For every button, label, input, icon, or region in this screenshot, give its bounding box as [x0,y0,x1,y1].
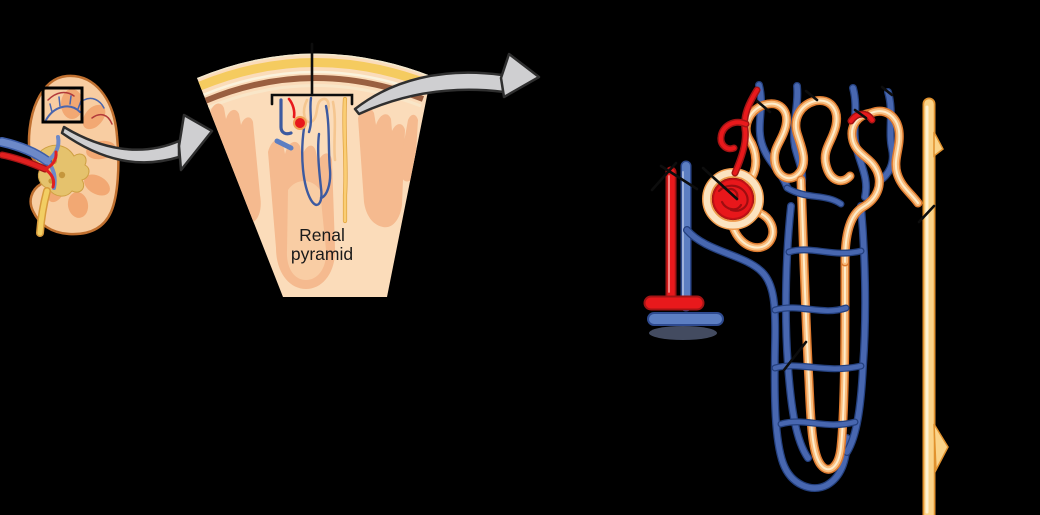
duct-flow-arrow [933,423,949,473]
focus-box [41,86,84,124]
cortical-vessels [45,91,113,125]
renal-vein [649,166,717,340]
leader-line-glomerulus [701,166,739,201]
leader-line-loop-of-henle [782,340,808,372]
nephron-diagram [649,85,949,515]
kidney-inset [0,74,120,237]
glomerulus [712,178,754,220]
magnifier-arrow-left [60,113,214,172]
leader-line-distal [853,108,868,120]
leader-line-proximal [755,99,772,114]
renal-pyramid-label: Renal pyramid [262,226,382,264]
leader-line-artery [650,161,678,192]
mini-nephron [274,96,348,224]
ureter [36,187,51,237]
leader-line-vein [659,164,699,191]
renal-pyramid-label-line1: Renal [299,225,345,245]
distal-tubule [845,111,918,262]
arrow-head [499,52,541,99]
leader-line-collecting-duct [917,204,936,224]
mini-glomerulus [293,116,307,130]
leader-line-tubule-top [804,89,819,102]
magnifier-arrow-right [353,52,541,116]
renal-artery-inset [0,150,58,189]
duct-thorn [933,131,944,158]
arrow-head [177,113,214,172]
renal-pyramid-label-line2: pyramid [290,244,354,264]
peritubular-capillaries [687,85,893,488]
leader-lines [650,85,936,372]
leader-line-distal-2 [880,85,894,97]
collecting-duct [927,104,949,515]
vein-shadow [649,326,717,340]
nephron-bracket [270,42,354,106]
renal-artery [651,172,697,303]
